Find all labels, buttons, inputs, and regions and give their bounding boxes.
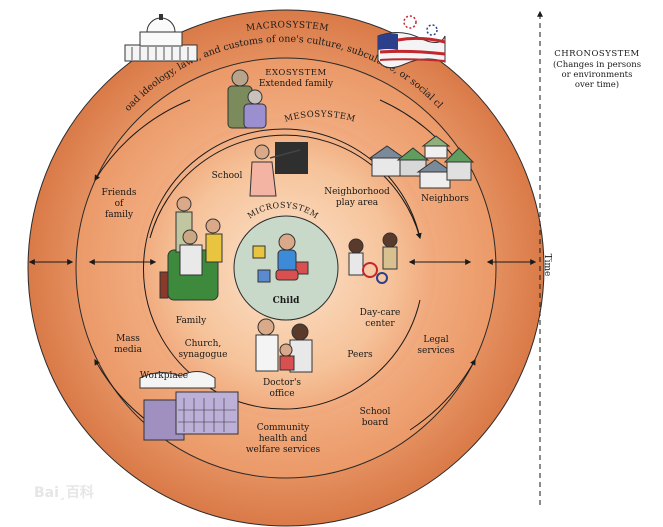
capitol-building-icon xyxy=(124,14,198,62)
mass-media-label-line2: media xyxy=(114,345,143,355)
mesosystem-loop-right xyxy=(149,134,422,240)
american-flag-icon xyxy=(377,15,446,69)
exosystem-subtitle: Extended family xyxy=(259,79,334,89)
child-label: Child xyxy=(273,296,301,306)
church-label-line2: synagogue xyxy=(179,350,228,360)
neighbors-houses-image xyxy=(368,135,475,189)
school-board-label-line1: School xyxy=(360,407,391,417)
child-image xyxy=(252,233,309,283)
church-label-line1: Church, xyxy=(185,339,221,349)
doctor-image xyxy=(255,318,313,373)
school-label: School xyxy=(212,171,243,181)
friends-label-line3: family xyxy=(105,210,134,220)
friends-label-line2: of xyxy=(115,199,124,209)
doctor-label-line1: Doctor's xyxy=(263,378,301,388)
baidu-watermark: Bai¸百科 xyxy=(34,484,94,501)
mesosystem-title: MESOSYSTEM xyxy=(283,110,356,125)
community-label-line1: Community xyxy=(257,423,310,433)
mesosystem-loop xyxy=(143,128,421,410)
teacher-image xyxy=(249,142,308,197)
community-label-line3: welfare services xyxy=(246,445,321,455)
family-image xyxy=(159,196,223,301)
legal-label-line2: services xyxy=(417,346,455,356)
workplace-building-image xyxy=(139,371,239,441)
family-label: Family xyxy=(176,316,207,326)
exosystem-arc-arrows xyxy=(94,99,191,182)
mass-media-label-line1: Mass xyxy=(116,334,140,344)
neighborhood-label-line1: Neighborhood xyxy=(324,187,390,197)
time-axis-label: Time xyxy=(542,254,552,277)
exosystem-arc-arrows-bottom-right xyxy=(409,358,476,431)
extended-family-image xyxy=(227,69,267,129)
doctor-label-line2: office xyxy=(269,389,294,399)
workplace-label: Workplace xyxy=(140,371,188,381)
chronosystem-line2: or environments xyxy=(562,70,633,80)
chronosystem-line3: over time) xyxy=(575,79,619,90)
friends-label-line1: Friends xyxy=(102,188,137,198)
daycare-children-image xyxy=(348,232,398,284)
peers-label: Peers xyxy=(347,350,373,360)
neighbors-label: Neighbors xyxy=(421,194,469,204)
macrosystem-title: MACROSYSTEM xyxy=(245,20,329,33)
chronosystem-line1: (Changes in persons xyxy=(553,59,641,70)
school-board-label-line2: board xyxy=(362,418,389,428)
daycare-label-line2: center xyxy=(365,319,395,329)
neighborhood-label-line2: play area xyxy=(336,198,379,208)
daycare-label-line1: Day-care xyxy=(360,308,401,318)
community-label-line2: health and xyxy=(259,434,308,444)
exosystem-title: EXOSYSTEM xyxy=(265,68,326,78)
chronosystem-title: CHRONOSYSTEM xyxy=(554,49,640,59)
legal-label-line1: Legal xyxy=(423,335,448,345)
